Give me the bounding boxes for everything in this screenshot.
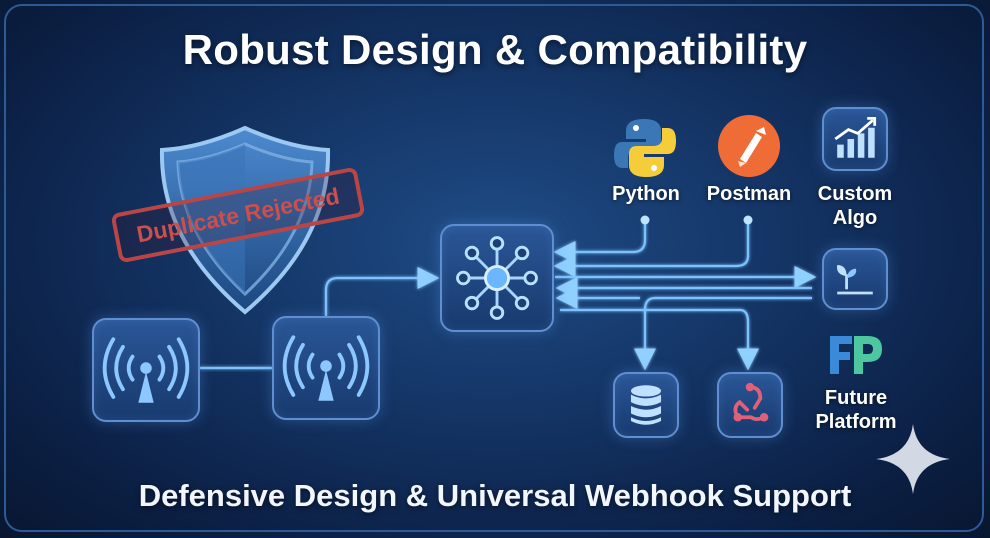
python-icon: [614, 119, 676, 177]
custom-algo-tile: [822, 107, 888, 171]
python-label: Python: [612, 183, 680, 205]
database-tile: [613, 372, 679, 438]
wireless-antenna-icon: [102, 337, 190, 403]
antenna-tile-1: [92, 318, 200, 422]
future-platform-logo-icon: [830, 336, 882, 374]
shield-icon: [159, 125, 331, 315]
port-python: [640, 215, 650, 225]
webhook-icon: [733, 382, 769, 422]
antenna-tile-2: [272, 316, 380, 420]
sparkle-icon: [876, 424, 950, 494]
bar-chart-icon: [834, 116, 877, 158]
wireless-antenna-icon: [282, 335, 370, 401]
link-hub-webhook: [737, 308, 759, 371]
link-python-hub: [553, 220, 647, 263]
link-postman-hub: [553, 220, 750, 277]
database-icon: [630, 385, 662, 425]
custom-algo-label: Custom Algo: [817, 183, 893, 229]
webhook-tile: [717, 372, 783, 438]
network-hub-icon: [456, 236, 538, 320]
port-postman: [743, 215, 753, 225]
diagram-subtitle: Defensive Design & Universal Webhook Sup…: [138, 478, 852, 513]
link-antenna-hub: [324, 267, 440, 316]
sprout-icon: [836, 264, 873, 295]
diagram-title: Robust Design & Compatibility: [182, 26, 808, 73]
postman-icon: [718, 115, 780, 177]
future-platform-label: Future Platform: [815, 387, 897, 433]
plugin-tile: [822, 248, 888, 310]
link-hub-database: [634, 296, 812, 371]
postman-label: Postman: [706, 183, 792, 205]
webhook-hub-tile: [440, 224, 554, 332]
